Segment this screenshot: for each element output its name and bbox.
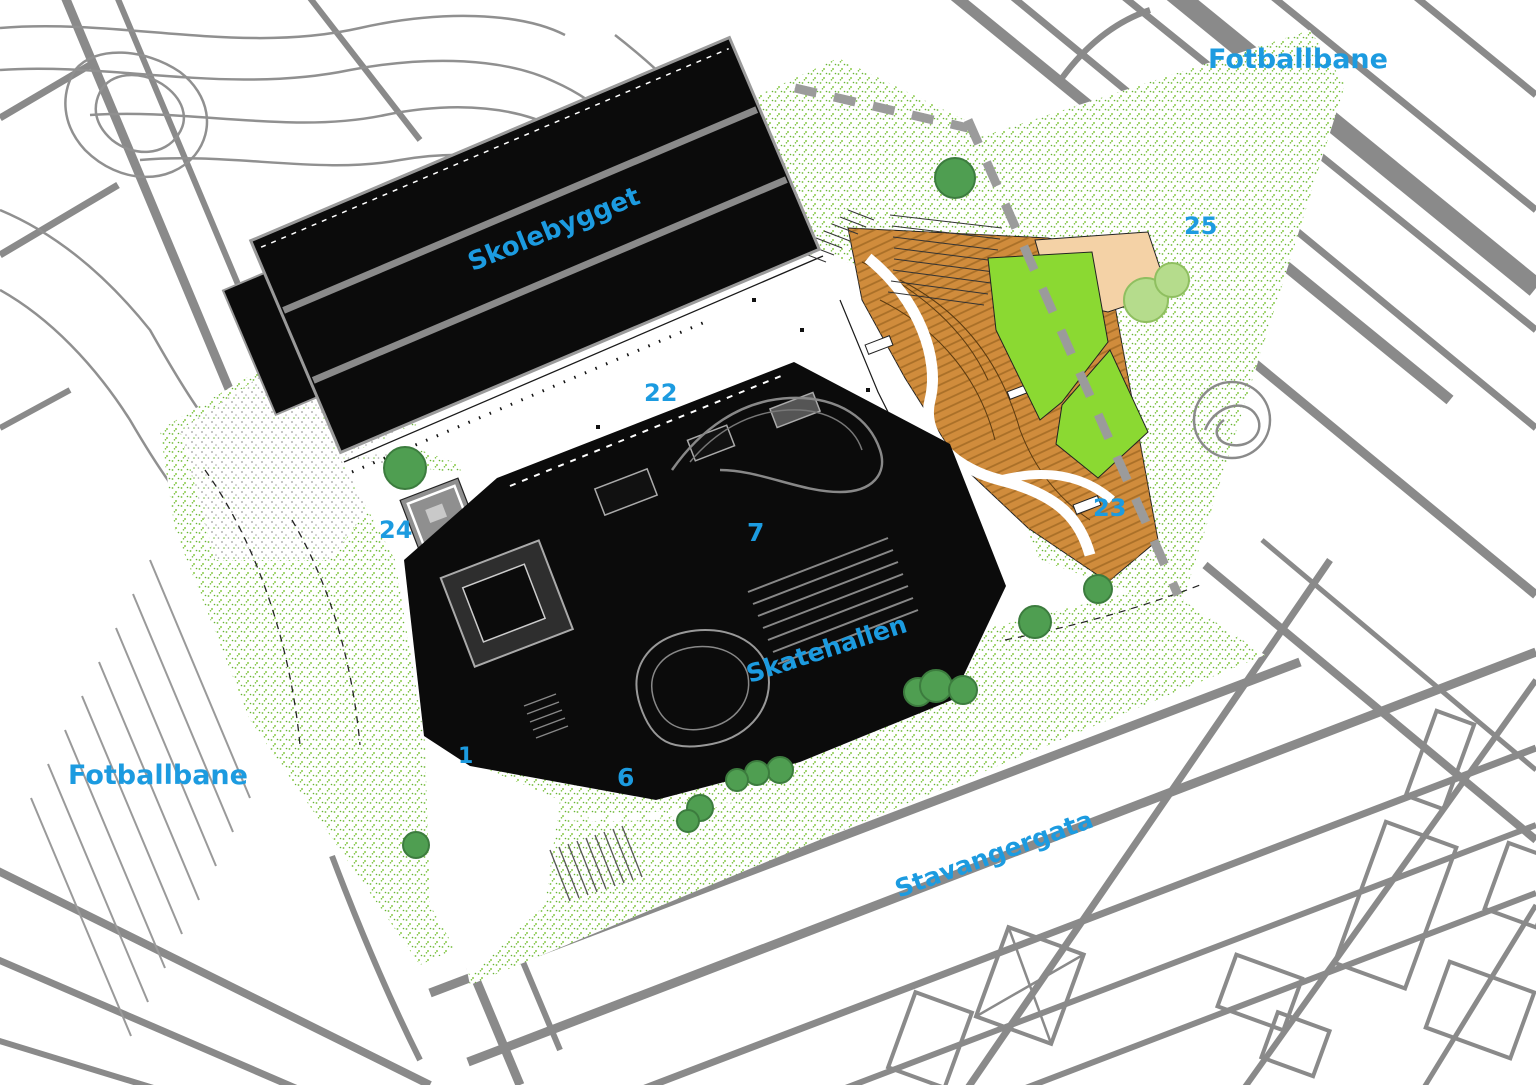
embankment-hatch	[30, 559, 251, 1037]
bench	[1072, 495, 1102, 515]
schoolyard-plaza	[340, 250, 958, 478]
bench	[864, 335, 894, 355]
southwest-stairs	[549, 825, 643, 902]
southwest-white	[425, 742, 560, 975]
tree	[676, 809, 700, 833]
tree	[383, 446, 427, 490]
house-outline	[885, 989, 975, 1085]
tree-scribble	[1203, 404, 1261, 447]
context-houses	[885, 708, 1536, 1085]
label-num-24: 24	[379, 516, 412, 544]
house-outline	[1214, 952, 1305, 1033]
label-num-7: 7	[747, 518, 764, 547]
trees	[383, 157, 1272, 859]
tree	[766, 756, 794, 784]
label-num-6: 6	[617, 763, 634, 792]
label-num-1: 1	[458, 744, 473, 769]
tree	[1083, 574, 1113, 604]
tree	[1018, 605, 1052, 639]
house-outline	[1258, 1009, 1333, 1079]
label-football-bottom: Fotballbane	[68, 760, 248, 791]
house-outline	[973, 924, 1087, 1047]
label-street: Stavangergata	[891, 805, 1097, 904]
label-num-23: 23	[1093, 494, 1126, 522]
tree	[934, 157, 976, 199]
tree	[948, 675, 978, 705]
house-outline	[1332, 819, 1459, 992]
tree	[402, 831, 430, 859]
amphitheater-steps	[799, 209, 1003, 306]
tree	[919, 669, 953, 703]
tree-outline	[1192, 380, 1272, 460]
skate-hall-building	[404, 362, 1006, 800]
school-building	[221, 35, 822, 455]
tree	[725, 768, 749, 792]
house-outline	[1403, 708, 1477, 812]
house-outline	[1423, 959, 1536, 1061]
boundary-dashes	[793, 83, 1183, 597]
house-outline	[1482, 840, 1536, 931]
grass-south-strip	[425, 585, 1265, 985]
tree-light	[1154, 262, 1190, 298]
label-num-25: 25	[1184, 212, 1217, 240]
label-football-top: Fotballbane	[1208, 44, 1388, 75]
label-num-22: 22	[644, 379, 677, 407]
